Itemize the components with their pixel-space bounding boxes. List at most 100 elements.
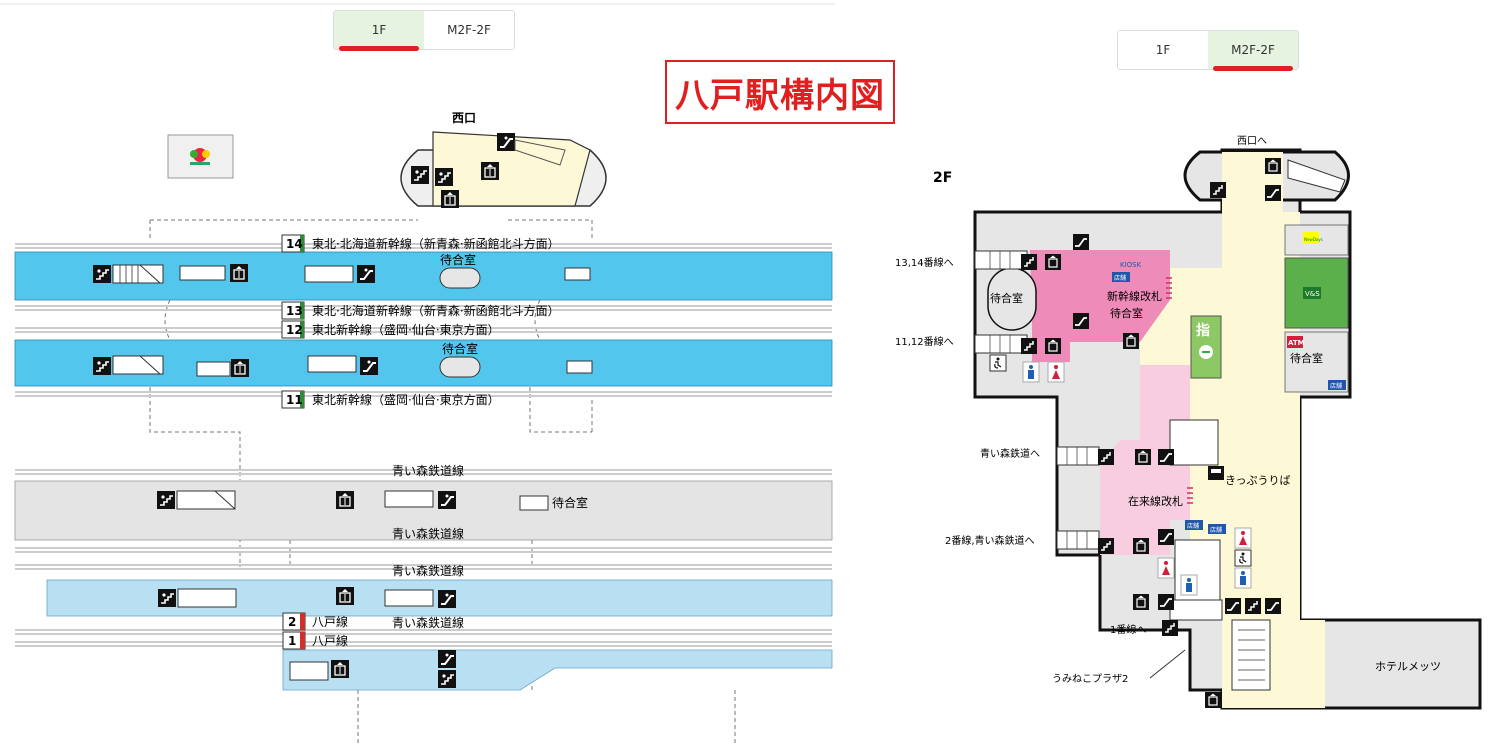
track-label-11: 11 東北新幹線（盛岡·仙台·東京方面）: [281, 390, 500, 409]
stairs-icon: [1097, 448, 1115, 466]
platform-11-12-direction: 11,12番線へ: [895, 335, 954, 348]
floor-map-1f: 西口 待合室 待合室 青い森鉄道線: [0, 3, 835, 746]
womens-toilet-icon: [1234, 527, 1252, 549]
left-tab-1f[interactable]: 1F: [334, 11, 424, 51]
svg-text:2: 2: [288, 615, 296, 629]
platform-1-direction: 1番線へ: [1110, 623, 1146, 636]
floor-label-2f: 2F: [933, 170, 952, 186]
svg-text:東北·北海道新幹線（新青森·新函館北斗方面）: 東北·北海道新幹線（新青森·新函館北斗方面）: [312, 303, 560, 318]
elevator-icon: [1264, 157, 1282, 175]
elevator-icon: [1122, 332, 1140, 350]
track-label-1: 1 八戸線: [282, 631, 348, 650]
newdays-label: NewDays: [1304, 237, 1323, 242]
reserved-seat-sign: 指: [1196, 322, 1210, 339]
left-floor-tabs: 1F M2F-2F: [333, 10, 515, 51]
elevator-icon: [1132, 593, 1150, 611]
aoimori-line-label: 青い森鉄道線: [392, 463, 464, 478]
stairs-icon: [92, 356, 112, 376]
shop-label: 店舗: [1330, 382, 1342, 390]
accessible-toilet-icon: [989, 354, 1007, 372]
elevator-icon: [1044, 337, 1062, 355]
womens-toilet-icon: [1157, 557, 1175, 579]
svg-text:東北新幹線（盛岡·仙台·東京方面）: 東北新幹線（盛岡·仙台·東京方面）: [312, 392, 500, 407]
west-exit-label: 西口: [452, 111, 476, 125]
right-tab-1f[interactable]: 1F: [1118, 31, 1208, 69]
waiting-room-label: 待合室: [440, 252, 476, 267]
stairs-icon: [1161, 619, 1179, 637]
mens-toilet-icon: [1022, 361, 1040, 383]
escalator-icon: [359, 356, 379, 376]
elevator-icon: [440, 189, 460, 209]
escalator-icon: [437, 490, 457, 510]
escalator-icon: [1264, 597, 1282, 615]
escalator-icon: [1072, 312, 1090, 330]
right-tab-m2f-2f[interactable]: M2F-2F: [1208, 31, 1298, 71]
escalator-icon: [356, 264, 376, 284]
elevator-icon: [229, 263, 249, 283]
umineko-plaza-label: うみねこプラザ2: [1052, 673, 1128, 685]
right-floor-tabs: 1F M2F-2F: [1117, 30, 1299, 71]
elevator-icon: [1132, 537, 1150, 555]
waiting-room-label: 待合室: [1290, 351, 1323, 365]
svg-text:八戸線: 八戸線: [312, 614, 348, 629]
left-tab-m2f-2f-label: M2F-2F: [447, 23, 491, 37]
vs-label: V&S: [1305, 290, 1320, 298]
escalator-icon: [437, 589, 457, 609]
aoimori-line-label: 青い森鉄道線: [392, 563, 464, 578]
floor-map-2f: 2F 指 NewDays V&S ATM 待合室 店舗 待合室 KIOSK 店舗…: [895, 136, 1482, 710]
left-tab-1f-underline: [339, 46, 419, 51]
nagisa-logo-icon: [190, 148, 210, 165]
escalator-icon: [437, 649, 457, 669]
shop-label: 店舗: [1210, 526, 1222, 534]
elevator-icon: [1204, 691, 1222, 709]
escalator-icon: [496, 132, 516, 152]
svg-text:12: 12: [286, 323, 303, 337]
atm-label: ATM: [1288, 339, 1305, 347]
shop-label: 店舗: [1114, 274, 1126, 282]
elevator-icon: [1134, 448, 1152, 466]
aoimori-direction: 青い森鉄道へ: [980, 447, 1040, 460]
womens-toilet-icon: [1047, 361, 1065, 383]
escalator-icon: [1157, 593, 1175, 611]
escalator-icon: [1157, 528, 1175, 546]
svg-text:13: 13: [286, 304, 303, 318]
track-label-12: 12 東北新幹線（盛岡·仙台·東京方面）: [281, 320, 500, 339]
shop-label: 店舗: [1187, 522, 1199, 530]
elevator-icon: [335, 586, 355, 606]
svg-text:東北新幹線（盛岡·仙台·東京方面）: 東北新幹線（盛岡·仙台·東京方面）: [312, 322, 500, 337]
waiting-room-label: 待合室: [1110, 306, 1143, 320]
elevator-icon: [1044, 253, 1062, 271]
aoimori-line-label: 青い森鉄道線: [392, 615, 464, 630]
svg-text:14: 14: [286, 237, 303, 251]
stairs-icon: [437, 669, 457, 689]
platform-2-aoimori-direction: 2番線,青い森鉄道へ: [945, 534, 1035, 547]
right-tab-m2f-2f-label: M2F-2F: [1231, 43, 1275, 57]
left-tab-1f-label: 1F: [371, 23, 387, 37]
elevator-icon: [335, 490, 355, 510]
left-tab-m2f-2f[interactable]: M2F-2F: [424, 11, 514, 49]
mens-toilet-icon: [1234, 567, 1252, 589]
hotel-label: ホテルメッツ: [1375, 660, 1441, 673]
kiosk-label: KIOSK: [1120, 261, 1142, 269]
svg-text:11: 11: [286, 393, 303, 407]
platform-1: [282, 649, 833, 691]
shinkansen-gate-label: 新幹線改札: [1107, 289, 1162, 303]
aoimori-line-label: 青い森鉄道線: [392, 526, 464, 541]
accessible-toilet-icon: [1234, 549, 1252, 567]
stairs-icon: [1020, 337, 1038, 355]
ticket-machine-icon: [1208, 466, 1224, 480]
conventional-gate-label: 在来線改札: [1128, 494, 1183, 508]
stairs-icon: [1244, 597, 1262, 615]
svg-text:1: 1: [288, 634, 296, 648]
page-title: 八戸駅構内図: [665, 60, 895, 124]
svg-text:東北·北海道新幹線（新青森·新函館北斗方面）: 東北·北海道新幹線（新青森·新函館北斗方面）: [312, 236, 560, 251]
ticket-office-label: きっぷうりば: [1225, 474, 1291, 487]
stairs-icon: [156, 490, 176, 510]
svg-text:八戸線: 八戸線: [312, 633, 348, 648]
right-tab-m2f-2f-underline: [1213, 66, 1293, 71]
escalator-icon: [1224, 597, 1242, 615]
waiting-room-label: 待合室: [442, 341, 478, 356]
escalator-icon: [1264, 184, 1282, 202]
waiting-room-label: 待合室: [552, 495, 588, 510]
stairs-icon: [157, 588, 177, 608]
